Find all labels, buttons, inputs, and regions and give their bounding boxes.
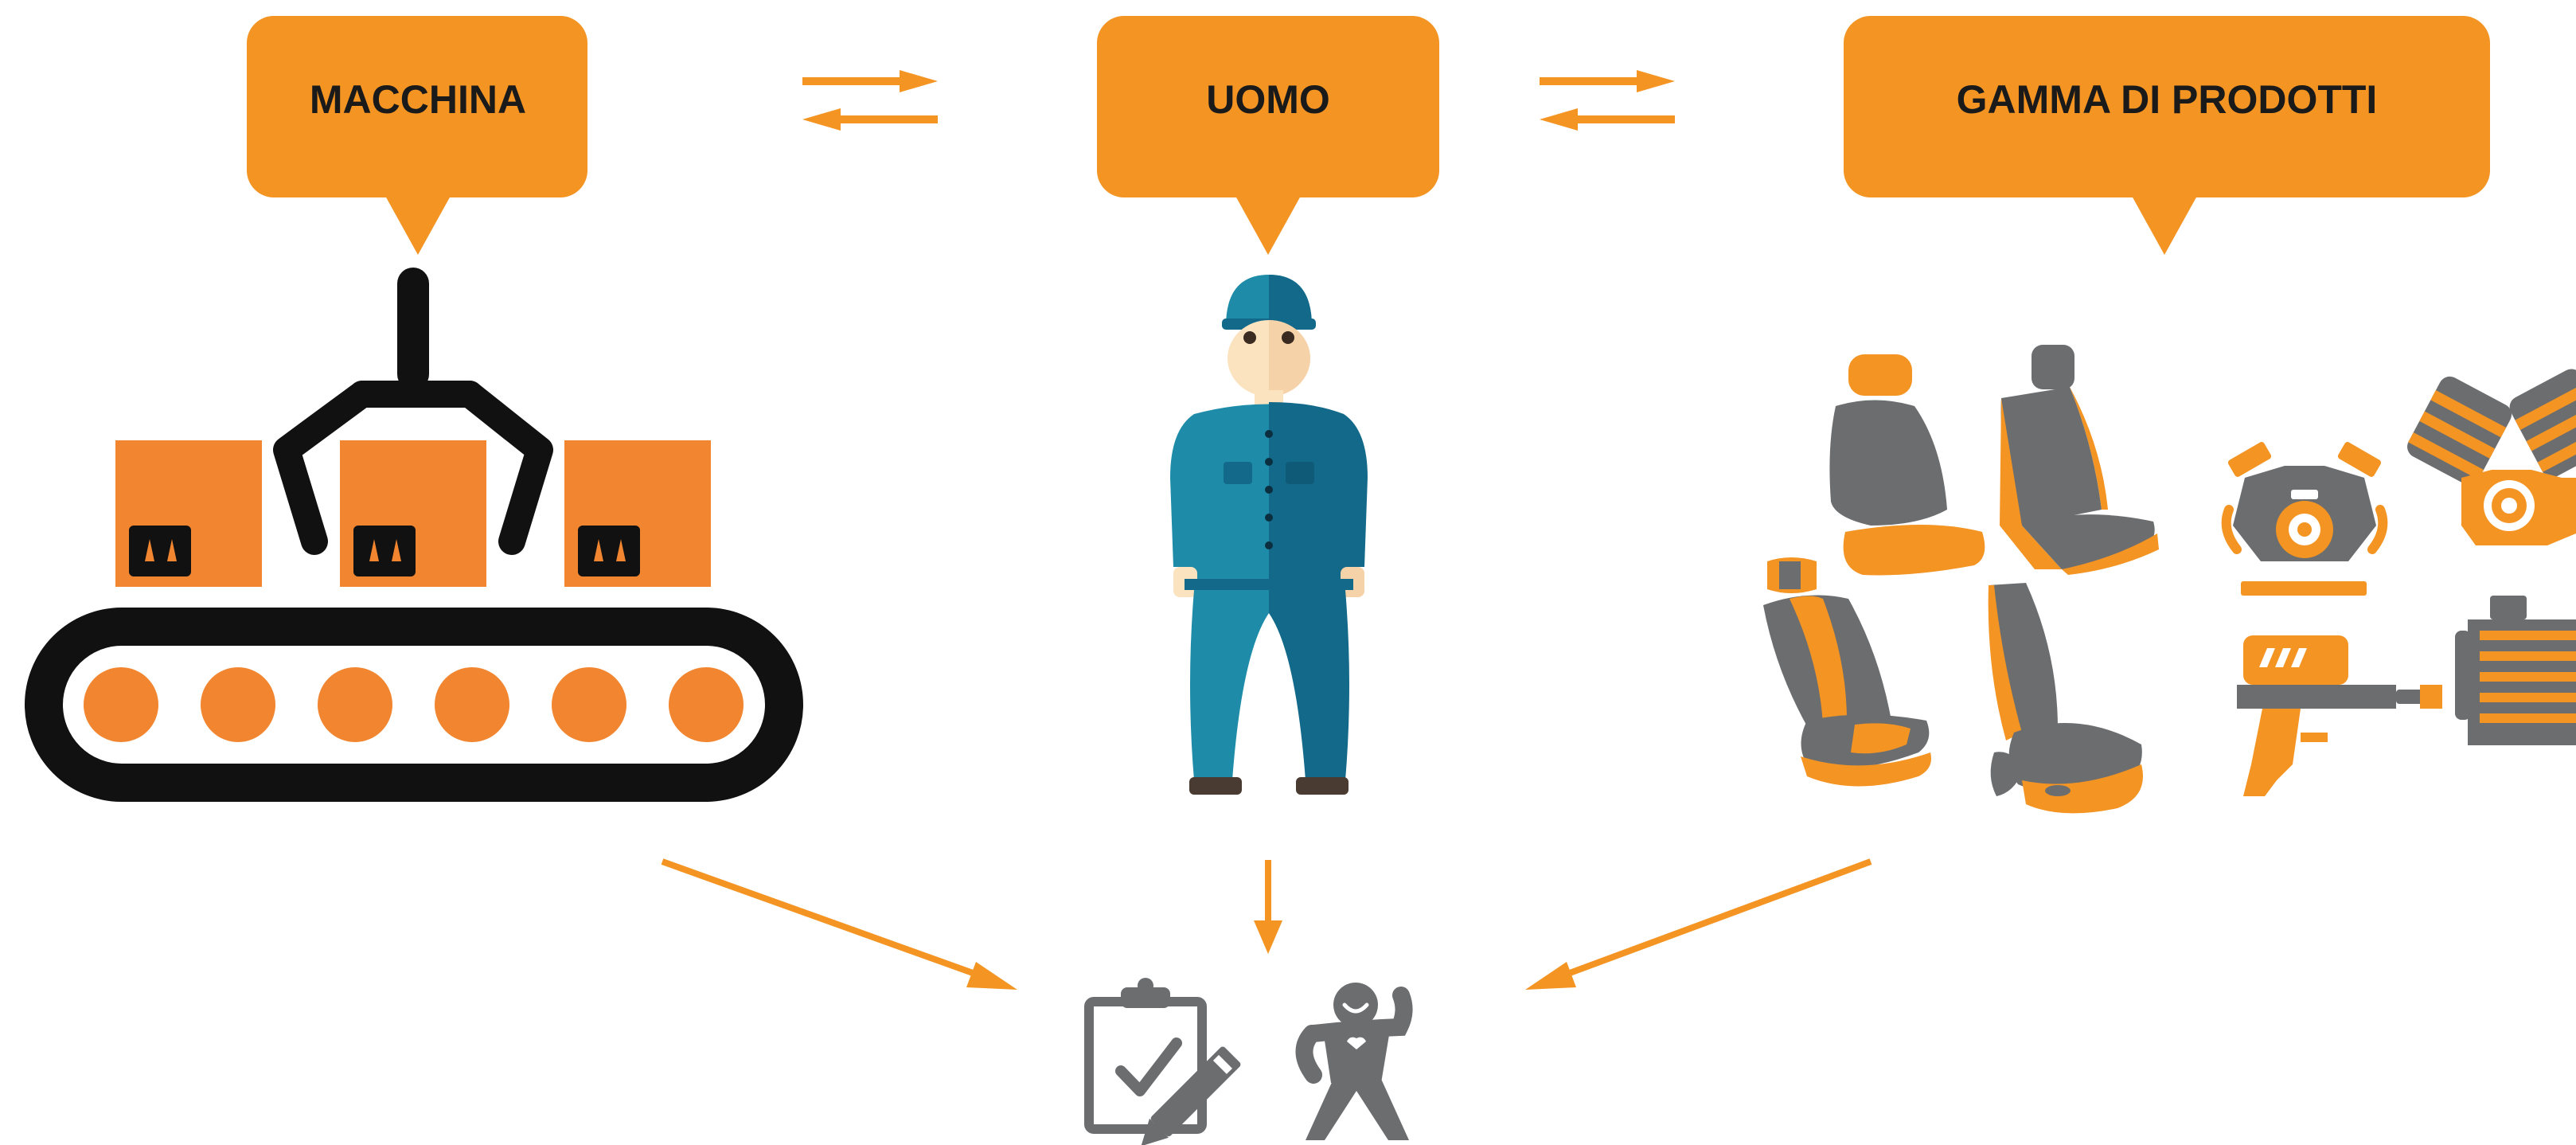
checklist-clipboard-icon xyxy=(1084,978,1241,1145)
bidirectional-arrow-man-products xyxy=(1540,70,1675,131)
label-man: UOMO xyxy=(1206,77,1330,122)
bubble-products: GAMMA DI PRODOTTI xyxy=(1844,16,2490,255)
engine-icon xyxy=(2407,369,2576,545)
arrow-machine-to-outcome xyxy=(661,858,1017,990)
happy-person-icon xyxy=(1295,983,1413,1140)
conveyor-rollers xyxy=(84,667,744,742)
conveyor-belt-robot-arm-icon xyxy=(25,268,803,802)
arrow-man-to-outcome xyxy=(1254,860,1282,954)
bubble-machine: MACCHINA xyxy=(247,16,587,255)
product-range-icons xyxy=(1763,345,2576,814)
conveyor-belt xyxy=(25,608,803,802)
car-seat-icon xyxy=(1988,583,2143,814)
box-1 xyxy=(115,440,262,587)
engine-icon xyxy=(2221,442,2388,596)
worker-icon xyxy=(1170,275,1368,795)
hydraulic-cylinder-icon xyxy=(2237,635,2442,796)
robot-arm-icon xyxy=(273,268,553,555)
label-machine: MACCHINA xyxy=(310,77,526,122)
hydraulic-cylinder-icon xyxy=(2455,596,2576,745)
box-3 xyxy=(564,440,711,587)
label-products: GAMMA DI PRODOTTI xyxy=(1957,77,2378,122)
car-seat-icon xyxy=(2000,345,2159,575)
bidirectional-arrow-machine-man xyxy=(802,70,938,131)
bubble-man: UOMO xyxy=(1097,16,1439,255)
box-2 xyxy=(340,440,486,587)
car-seat-icon xyxy=(1763,557,1931,787)
arrow-products-to-outcome xyxy=(1525,858,1872,990)
car-seat-icon xyxy=(1829,354,1985,576)
